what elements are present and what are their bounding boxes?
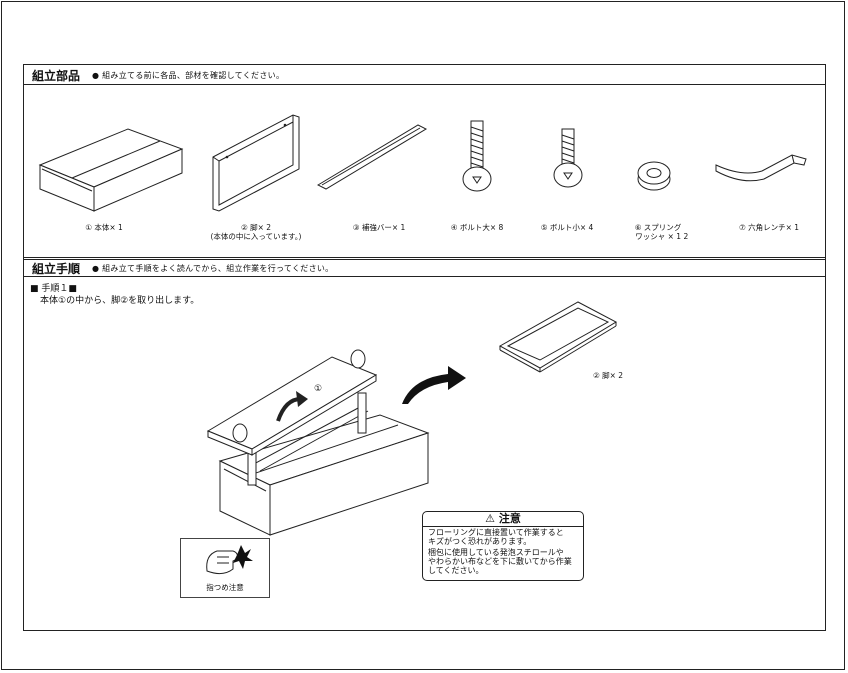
part-label-bolt-large: ④ ボルト大× 8 xyxy=(450,223,504,232)
part-label-bolt-small: ⑤ ボルト小× 4 xyxy=(540,223,594,232)
part-label-leg: ② 脚× 2 (本体の中に入っています。) xyxy=(210,223,302,241)
parts-section-header: 組立部品 ● 組み立てる前に各品、部材を確認してください。 xyxy=(24,65,825,85)
parts-section-note: ● 組み立てる前に各品、部材を確認してください。 xyxy=(92,71,285,80)
parts-row: ① 本体× 1 ② 脚× 2 (本体の中に入っています。) ③ 補強バー× 1 xyxy=(24,85,825,260)
step1-illustration xyxy=(206,349,430,536)
assembly-section-header: 組立手順 ● 組み立て手順をよく読んでから、組立作業を行ってください。 xyxy=(24,257,825,277)
hex-wrench-icon xyxy=(715,154,807,182)
instruction-sheet: 組立部品 ● 組み立てる前に各品、部材を確認してください。 ① 本体× 1 xyxy=(23,64,826,631)
assembly-section-title: 組立手順 xyxy=(32,262,81,276)
pinch-warning-box: 指つめ注意 xyxy=(180,538,270,598)
lid-label: ① xyxy=(314,384,323,394)
parts-section-title: 組立部品 xyxy=(32,69,81,83)
body-box-icon xyxy=(38,128,184,212)
part-label-wrench: ⑦ 六角レンチ× 1 xyxy=(738,223,800,232)
bolt-small-icon xyxy=(553,128,583,188)
step1-instruction: 本体①の中から、脚②を取り出します。 xyxy=(40,296,200,306)
caution-line-2: 梱包に使用している発泡スチロールや やわらかい布などを下に敷いてから作業 してく… xyxy=(428,548,572,575)
bolt-large-icon xyxy=(462,120,492,192)
part-label-bar: ③ 補強バー× 1 xyxy=(352,223,406,232)
caution-title: ⚠ 注意 xyxy=(423,512,583,527)
step1-heading: ■ 手順１■ xyxy=(30,284,77,294)
pinch-warning-label: 指つめ注意 xyxy=(206,583,244,592)
caution-line-1: フローリングに直接置いて作業すると キズがつく恐れがあります。 xyxy=(428,528,564,546)
caution-box: ⚠ 注意 フローリングに直接置いて作業すると キズがつく恐れがあります。 梱包に… xyxy=(422,511,584,581)
part-label-body: ① 本体× 1 xyxy=(85,223,123,232)
transfer-arrow-icon xyxy=(402,366,466,404)
assembly-section-note: ● 組み立て手順をよく読んでから、組立作業を行ってください。 xyxy=(92,264,334,273)
part-label-washer: ⑥ スプリング ワッシャ × 1 2 xyxy=(634,223,689,241)
finger-pinch-icon xyxy=(206,545,253,575)
removed-leg-label: ② 脚× 2 xyxy=(592,371,624,380)
reinforcement-bar-icon xyxy=(316,124,428,190)
removed-leg-frame-icon xyxy=(498,301,618,373)
leg-frame-icon xyxy=(212,114,300,212)
spring-washer-icon xyxy=(637,161,671,191)
